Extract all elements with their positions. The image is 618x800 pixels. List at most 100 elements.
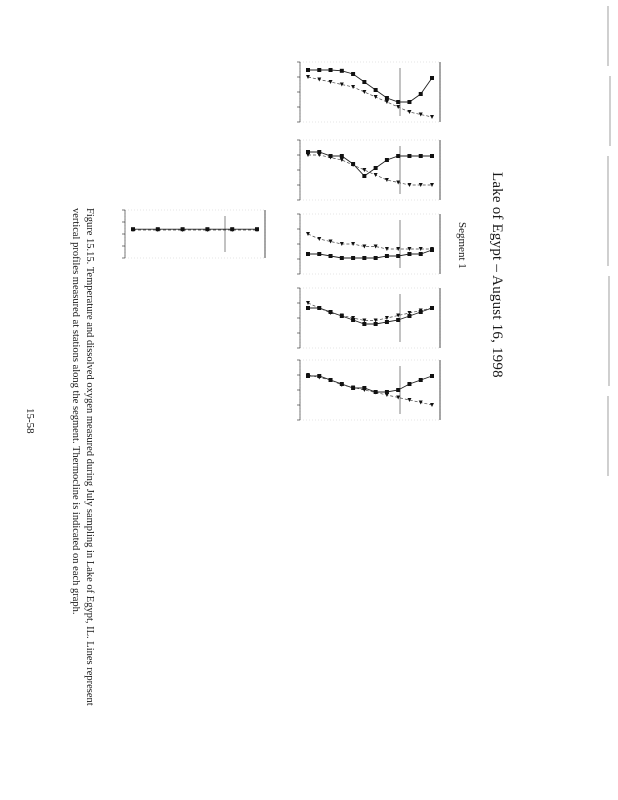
oxygen-point [407, 247, 412, 251]
temperature-point [373, 166, 378, 170]
oxygen-point [396, 247, 401, 251]
oxygen-point [255, 228, 259, 232]
oxygen-point [362, 244, 367, 249]
oxygen-point [339, 313, 344, 318]
scan-edge-noise [598, 6, 618, 476]
oxygen-line [308, 154, 432, 186]
temperature-point [384, 158, 389, 162]
temperature-point [396, 154, 401, 158]
oxygen-point [373, 95, 378, 99]
temperature-point [339, 68, 344, 73]
oxygen-point [180, 228, 185, 232]
temperature-point [306, 68, 310, 72]
temperature-point [328, 68, 333, 72]
temperature-point [384, 96, 389, 100]
oxygen-line [307, 233, 432, 250]
temperature-point [407, 314, 412, 318]
oxygen-point [351, 242, 356, 246]
temperature-point [430, 154, 434, 158]
oxygen-point [317, 77, 322, 82]
oxygen-point [384, 393, 389, 397]
oxygen-point [373, 390, 378, 395]
temperature-line [308, 249, 433, 259]
oxygen-line [307, 302, 433, 321]
temperature-line [308, 307, 433, 325]
temperature-point [418, 154, 423, 158]
oxygen-point [407, 398, 412, 402]
oxygen-point [351, 385, 356, 390]
oxygen-point [418, 247, 423, 251]
temperature-point [407, 154, 412, 158]
temperature-point [396, 318, 401, 322]
temperature-point [418, 378, 423, 382]
oxygen-point [317, 237, 322, 241]
temperature-point [396, 254, 401, 258]
temperature-point [317, 150, 322, 154]
panel-frame [299, 287, 441, 349]
temperature-point [407, 252, 412, 256]
temperature-point [362, 80, 367, 84]
oxygen-point [430, 183, 434, 187]
oxygen-point [351, 316, 356, 320]
oxygen-point [205, 228, 210, 232]
temperature-point [339, 154, 344, 158]
oxygen-point [396, 313, 401, 318]
oxygen-point [317, 375, 322, 380]
oxygen-point [407, 183, 412, 187]
temperature-point [328, 254, 333, 258]
oxygen-point [418, 400, 423, 405]
oxygen-point [418, 308, 423, 313]
temperature-point [407, 382, 412, 386]
oxygen-point [373, 318, 378, 323]
temperature-point [317, 252, 322, 256]
temperature-point [373, 256, 378, 260]
oxygen-point [328, 155, 333, 160]
oxygen-point [418, 183, 423, 187]
temperature-point [418, 252, 423, 256]
temperature-point [306, 252, 310, 256]
oxygen-point [384, 247, 389, 251]
temperature-point [396, 388, 401, 392]
oxygen-point [418, 112, 423, 117]
oxygen-point [306, 75, 310, 79]
panel-frame [124, 209, 266, 259]
oxygen-point [430, 306, 434, 310]
temperature-point [384, 320, 389, 324]
temperature-point [396, 100, 401, 104]
temperature-point [430, 374, 434, 378]
temperature-point [306, 150, 310, 154]
oxygen-point [384, 178, 389, 182]
temperature-point [418, 92, 423, 96]
oxygen-point [384, 100, 389, 104]
temperature-point [407, 100, 412, 104]
temperature-point [384, 254, 389, 258]
oxygen-point [328, 378, 333, 382]
oxygen-point [407, 311, 412, 315]
oxygen-point [430, 403, 434, 407]
caption-line-1: Figure 15.15. Temperature and dissolved … [84, 208, 95, 706]
oxygen-point [230, 228, 235, 232]
panel-frame [299, 213, 441, 275]
oxygen-point [131, 228, 135, 232]
oxygen-point [362, 388, 367, 392]
temperature-point [362, 256, 367, 260]
caption-line-2: vertical profiles measured at stations a… [70, 208, 81, 615]
oxygen-point [317, 153, 322, 157]
oxygen-point [362, 90, 367, 94]
page-number: 15-58 [24, 408, 36, 434]
temperature-point [384, 390, 389, 394]
temperature-point [362, 174, 367, 178]
figure-caption: Figure 15.15. Temperature and dissolved … [68, 208, 96, 706]
oxygen-point [339, 383, 344, 387]
temperature-point [351, 72, 356, 76]
oxygen-point [317, 306, 322, 310]
oxygen-point [306, 232, 310, 236]
scan-edge-svg [607, 6, 611, 476]
oxygen-point [328, 80, 333, 84]
oxygen-point [351, 85, 356, 89]
oxygen-point [373, 173, 378, 177]
temperature-point [373, 322, 378, 326]
temperature-point [306, 306, 310, 310]
